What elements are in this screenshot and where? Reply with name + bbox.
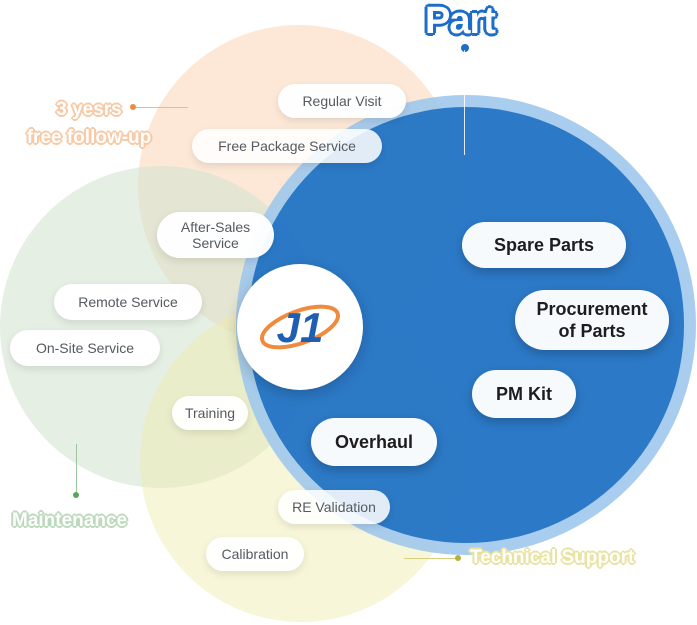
procurement-of-parts-pill: Procurement of Parts [515,290,669,350]
spare-parts-pill: Spare Parts [462,222,626,268]
maintenance-label: Maintenance [12,510,128,531]
pm-kit-pill: PM Kit [472,370,576,418]
overhaul-pill: Overhaul [311,418,437,466]
technical-support-label: Technical Support [470,547,635,568]
calibration-pill: Calibration [206,537,304,571]
maintenance-connector [76,444,77,494]
remote-service-pill: Remote Service [54,284,202,320]
free-package-service-pill: Free Package Service [192,129,382,163]
training-pill: Training [172,396,248,430]
follow-up-dot [130,104,136,110]
re-validation-pill: RE Validation [278,490,390,524]
regular-visit-pill: Regular Visit [278,84,406,118]
logo-badge: J1 [237,264,363,390]
follow-up-connector [136,107,188,108]
part-connector [464,50,465,155]
part-title: Part [425,0,496,42]
part-dot [461,44,469,52]
technical-support-dot [455,555,461,561]
technical-support-connector [404,558,456,559]
on-site-service-pill: On-Site Service [10,330,160,366]
logo-text: J1 [277,304,324,351]
j1-logo-icon: J1 [260,304,340,351]
maintenance-dot [73,492,79,498]
after-sales-service-pill: After-Sales Service [157,212,274,258]
follow-up-label: 3 yesrs free follow-up [26,99,152,148]
